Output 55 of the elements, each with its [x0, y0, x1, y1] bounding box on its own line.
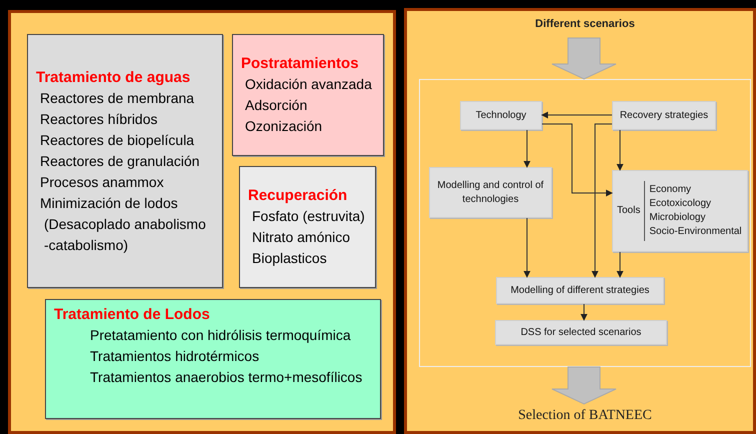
frame-box — [419, 79, 751, 367]
box-label: Recovery strategies — [620, 108, 708, 122]
panel-background — [8, 10, 396, 434]
list-item: Bioplasticos — [251, 249, 328, 268]
arrow — [524, 218, 530, 278]
block-arrow — [552, 38, 616, 80]
process-box — [495, 320, 667, 345]
section-heading: Postratamientos — [241, 54, 360, 74]
list-item: Economy — [649, 183, 692, 197]
panel-background — [404, 8, 756, 434]
arrow — [542, 124, 613, 196]
tools-label: Tools — [616, 204, 642, 218]
list-item: Ecotoxicology — [649, 197, 712, 211]
list-item: Procesos anammox — [39, 172, 165, 192]
list-item: Reactores de biopelícula — [39, 130, 196, 150]
category-box — [232, 34, 384, 156]
list-item: Ozonización — [244, 117, 324, 136]
arrow — [580, 304, 588, 321]
list-item: Fosfato (estruvita) — [251, 207, 366, 226]
arrow — [524, 130, 530, 168]
arrow — [541, 112, 612, 118]
heading-text: Different scenarios — [535, 18, 635, 30]
box-label: Technology — [476, 108, 526, 122]
box-label: Modelling and control of technologies — [436, 178, 545, 206]
list-item: Socio-Environmental — [649, 225, 742, 239]
arrow — [616, 252, 624, 278]
process-box — [496, 277, 664, 304]
list-item: Adsorción — [244, 96, 308, 115]
category-box — [45, 299, 381, 419]
process-box — [612, 170, 748, 252]
box-label: Modelling of different strategies — [510, 284, 650, 298]
list-item: Tratamientos hidrotérmicos — [89, 347, 260, 366]
list-item: Microbiology — [649, 211, 706, 225]
list-item: Reactores de membrana — [39, 88, 196, 108]
arrow — [616, 130, 624, 171]
box-label: DSS for selected scenarios — [520, 326, 642, 340]
result-text: Selection of BATNEEC — [518, 408, 652, 423]
list-item: Pretatamiento con hidrólisis termoquímica — [89, 326, 352, 345]
list-item: Reactores de granulación — [39, 152, 201, 171]
section-heading: Tratamiento de aguas — [36, 68, 192, 88]
list-item: Tratamientos anaerobios termo+mesofílicos — [89, 368, 364, 387]
list-item: Nitrato amónico — [251, 228, 352, 247]
section-heading: Recuperación — [248, 186, 348, 206]
list-item: (Desacoplado anabolismo -catabolismo) — [43, 214, 207, 255]
arrow — [592, 124, 612, 278]
category-box — [27, 34, 223, 288]
list-item: Oxidación avanzada — [244, 75, 373, 94]
process-box — [460, 101, 542, 130]
category-box — [239, 166, 376, 288]
list-item: Minimización de lodos — [39, 194, 179, 212]
block-arrow — [552, 366, 616, 405]
process-box — [429, 167, 552, 218]
list-item: Reactores híbridos — [39, 110, 159, 128]
section-heading: Tratamiento de Lodos — [54, 305, 211, 325]
process-box — [612, 101, 716, 130]
